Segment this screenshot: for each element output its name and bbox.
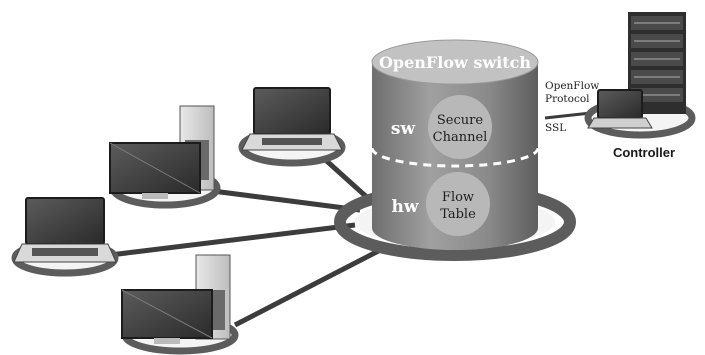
flow-table-line2: Table xyxy=(440,207,476,222)
switch-title: OpenFlow switch xyxy=(379,53,531,72)
desktop-left xyxy=(109,105,221,209)
secure-channel-line2: Channel xyxy=(433,130,488,145)
secure-channel-circle xyxy=(428,95,492,159)
sw-label: sw xyxy=(391,119,416,139)
link-laptop-top xyxy=(318,153,372,202)
secure-channel-line1: Secure xyxy=(437,113,483,128)
flow-table-circle xyxy=(426,172,490,236)
flow-table-line1: Flow xyxy=(442,190,474,205)
link-desktop-bottom xyxy=(233,242,392,328)
ssl-label: SSL xyxy=(545,122,566,134)
link-laptop-left xyxy=(109,222,356,258)
protocol-label-line2: Protocol xyxy=(545,93,590,105)
protocol-label-line1: OpenFlow xyxy=(545,80,599,92)
laptop-top xyxy=(238,87,346,167)
hw-label: hw xyxy=(392,197,419,217)
desktop-bottom xyxy=(121,254,239,355)
monitor-icon xyxy=(109,142,201,199)
monitor-icon xyxy=(121,289,213,344)
laptop-icon xyxy=(13,197,117,263)
link-desktop-left xyxy=(204,187,361,213)
controller-label: Controller xyxy=(613,145,675,160)
network-links xyxy=(109,110,601,328)
laptop-left xyxy=(11,197,119,277)
controller: Controller xyxy=(584,12,696,160)
openflow-switch: OpenFlow switch sw Secure Channel hw Flo… xyxy=(370,39,540,250)
laptop-icon xyxy=(241,87,343,151)
controller-laptop-icon xyxy=(587,89,653,129)
